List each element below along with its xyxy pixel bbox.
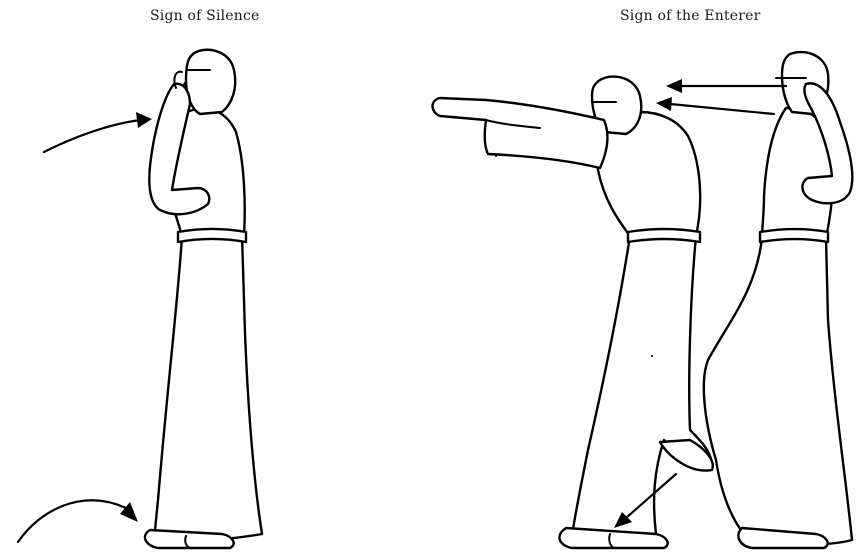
lunging-belt — [628, 229, 700, 242]
silence-arrow-foot-head — [120, 502, 138, 522]
enterer-arrow-upper-head — [666, 79, 682, 93]
silence-robe — [154, 236, 262, 541]
lunging-back-foot — [660, 440, 713, 471]
lunging-robe — [572, 236, 712, 540]
standing-belt — [760, 229, 828, 242]
enterer-arrow-lower-head — [656, 97, 672, 111]
lunging-arms — [433, 98, 608, 168]
scan-speck — [651, 355, 653, 357]
figure-sign-of-silence — [18, 50, 262, 548]
standing-robe — [704, 238, 852, 545]
silence-arrow-mouth — [44, 120, 140, 152]
silence-arrow-foot — [18, 500, 126, 542]
silence-arrow-mouth-head — [136, 112, 152, 128]
scan-speck — [495, 155, 497, 157]
silence-head — [186, 50, 235, 114]
enterer-arrow-lower — [670, 104, 774, 114]
figure-enterer-standing — [704, 52, 853, 548]
silence-belt — [178, 229, 246, 242]
